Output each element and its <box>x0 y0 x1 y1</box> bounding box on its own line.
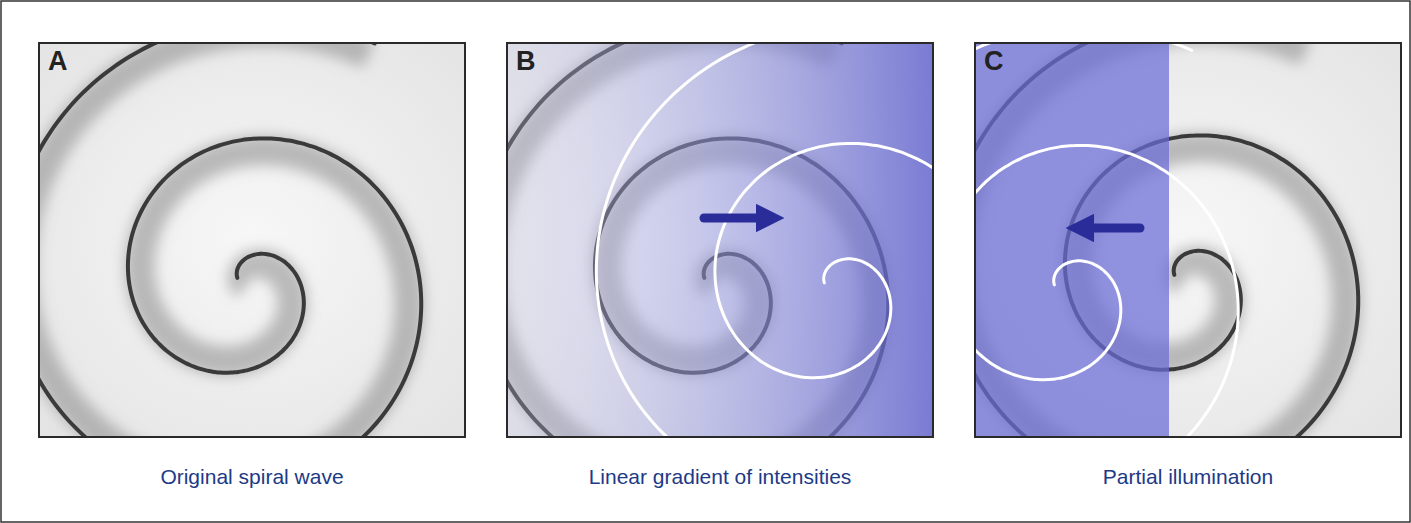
panel-caption: Partial illumination <box>976 464 1400 489</box>
panel-caption: Original spiral wave <box>40 464 464 489</box>
drift-arrow <box>704 214 770 223</box>
wave-shading <box>38 42 409 438</box>
panel-b-art <box>506 42 934 438</box>
drift-arrow <box>1080 224 1140 233</box>
panel-letter: C <box>984 48 1004 75</box>
shifted-spiral <box>974 42 1238 438</box>
figure-panel: BLinear gradient of intensities <box>506 42 934 438</box>
figure-panel: CPartial illumination <box>974 42 1402 438</box>
wave-front <box>38 42 421 438</box>
illuminated-half <box>974 42 1169 438</box>
panel-letter: A <box>48 48 68 75</box>
panel-caption: Linear gradient of intensities <box>508 464 932 489</box>
shifted-spiral <box>596 42 934 438</box>
panel-c-art <box>974 42 1402 438</box>
panel-a-art <box>38 42 466 438</box>
figure-panel: AOriginal spiral wave <box>38 42 466 438</box>
panel-letter: B <box>516 48 536 75</box>
